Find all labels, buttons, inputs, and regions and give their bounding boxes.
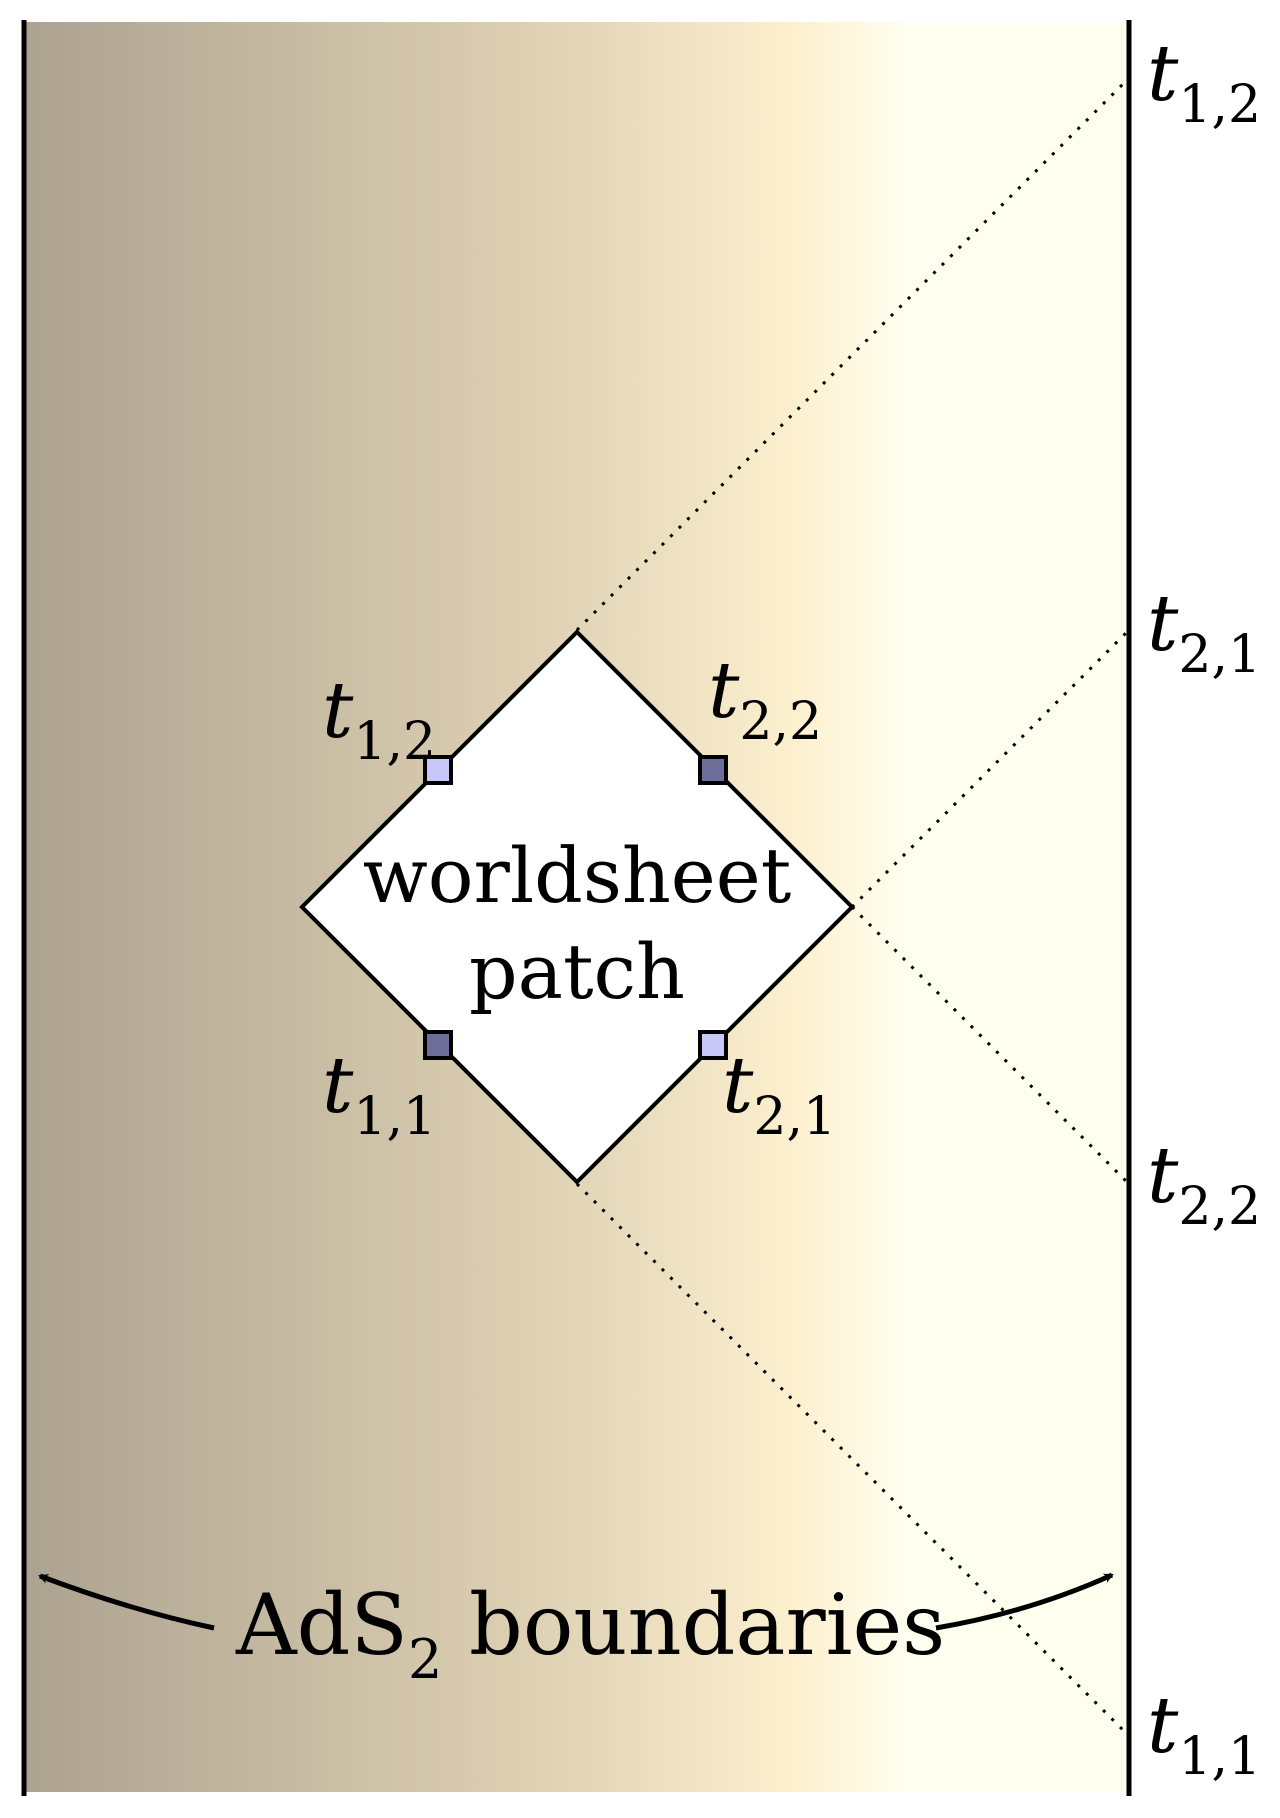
marker-upper-left [423,755,453,785]
right-caption-arrow [935,1572,1114,1631]
corner-var: t [708,646,740,736]
caption-prefix: AdS [235,1576,408,1674]
caption-ads2-boundaries: AdS2 boundaries [235,1576,945,1691]
light-ray-bottom [575,1182,1129,1736]
corner-sub: 2,2 [739,692,822,752]
boundary-var: t [1147,579,1179,669]
boundary-label-1: t1,2 [1147,29,1261,135]
patch-corner-label-upper-right: t2,2 [708,646,822,752]
boundary-sub: 2,2 [1178,1177,1261,1237]
boundary-label-2: t2,1 [1147,579,1261,685]
marker-lower-right [698,1030,728,1060]
corner-var: t [722,1041,754,1131]
light-rays [575,78,1129,1736]
boundary-sub: 1,1 [1178,1727,1261,1787]
caption-suffix: boundaries [442,1576,945,1674]
patch-label-line1: worldsheet [363,831,792,920]
patch-label-line2: patch [469,927,685,1016]
corner-sub: 2,1 [753,1087,836,1147]
marker-upper-right [698,755,728,785]
corner-sub: 1,2 [353,712,436,772]
light-ray-lower-right [850,905,1129,1184]
corner-var: t [322,666,354,756]
patch-corner-label-lower-left: t1,1 [322,1041,436,1147]
boundary-var: t [1147,29,1179,119]
boundary-var: t [1147,1131,1179,1221]
caption-subscript: 2 [408,1628,442,1691]
light-ray-upper-right [850,630,1129,909]
light-ray-top [575,78,1129,632]
patch-corner-label-upper-left: t1,2 [322,666,436,772]
boundary-label-4: t1,1 [1147,1681,1261,1787]
boundary-var: t [1147,1681,1179,1771]
boundary-label-3: t2,2 [1147,1131,1261,1237]
corner-var: t [322,1041,354,1131]
boundary-sub: 1,2 [1178,75,1261,135]
left-caption-arrow [38,1573,215,1631]
marker-lower-left [423,1030,453,1060]
corner-sub: 1,1 [353,1087,436,1147]
boundary-sub: 2,1 [1178,625,1261,685]
patch-corner-label-lower-right: t2,1 [722,1041,836,1147]
